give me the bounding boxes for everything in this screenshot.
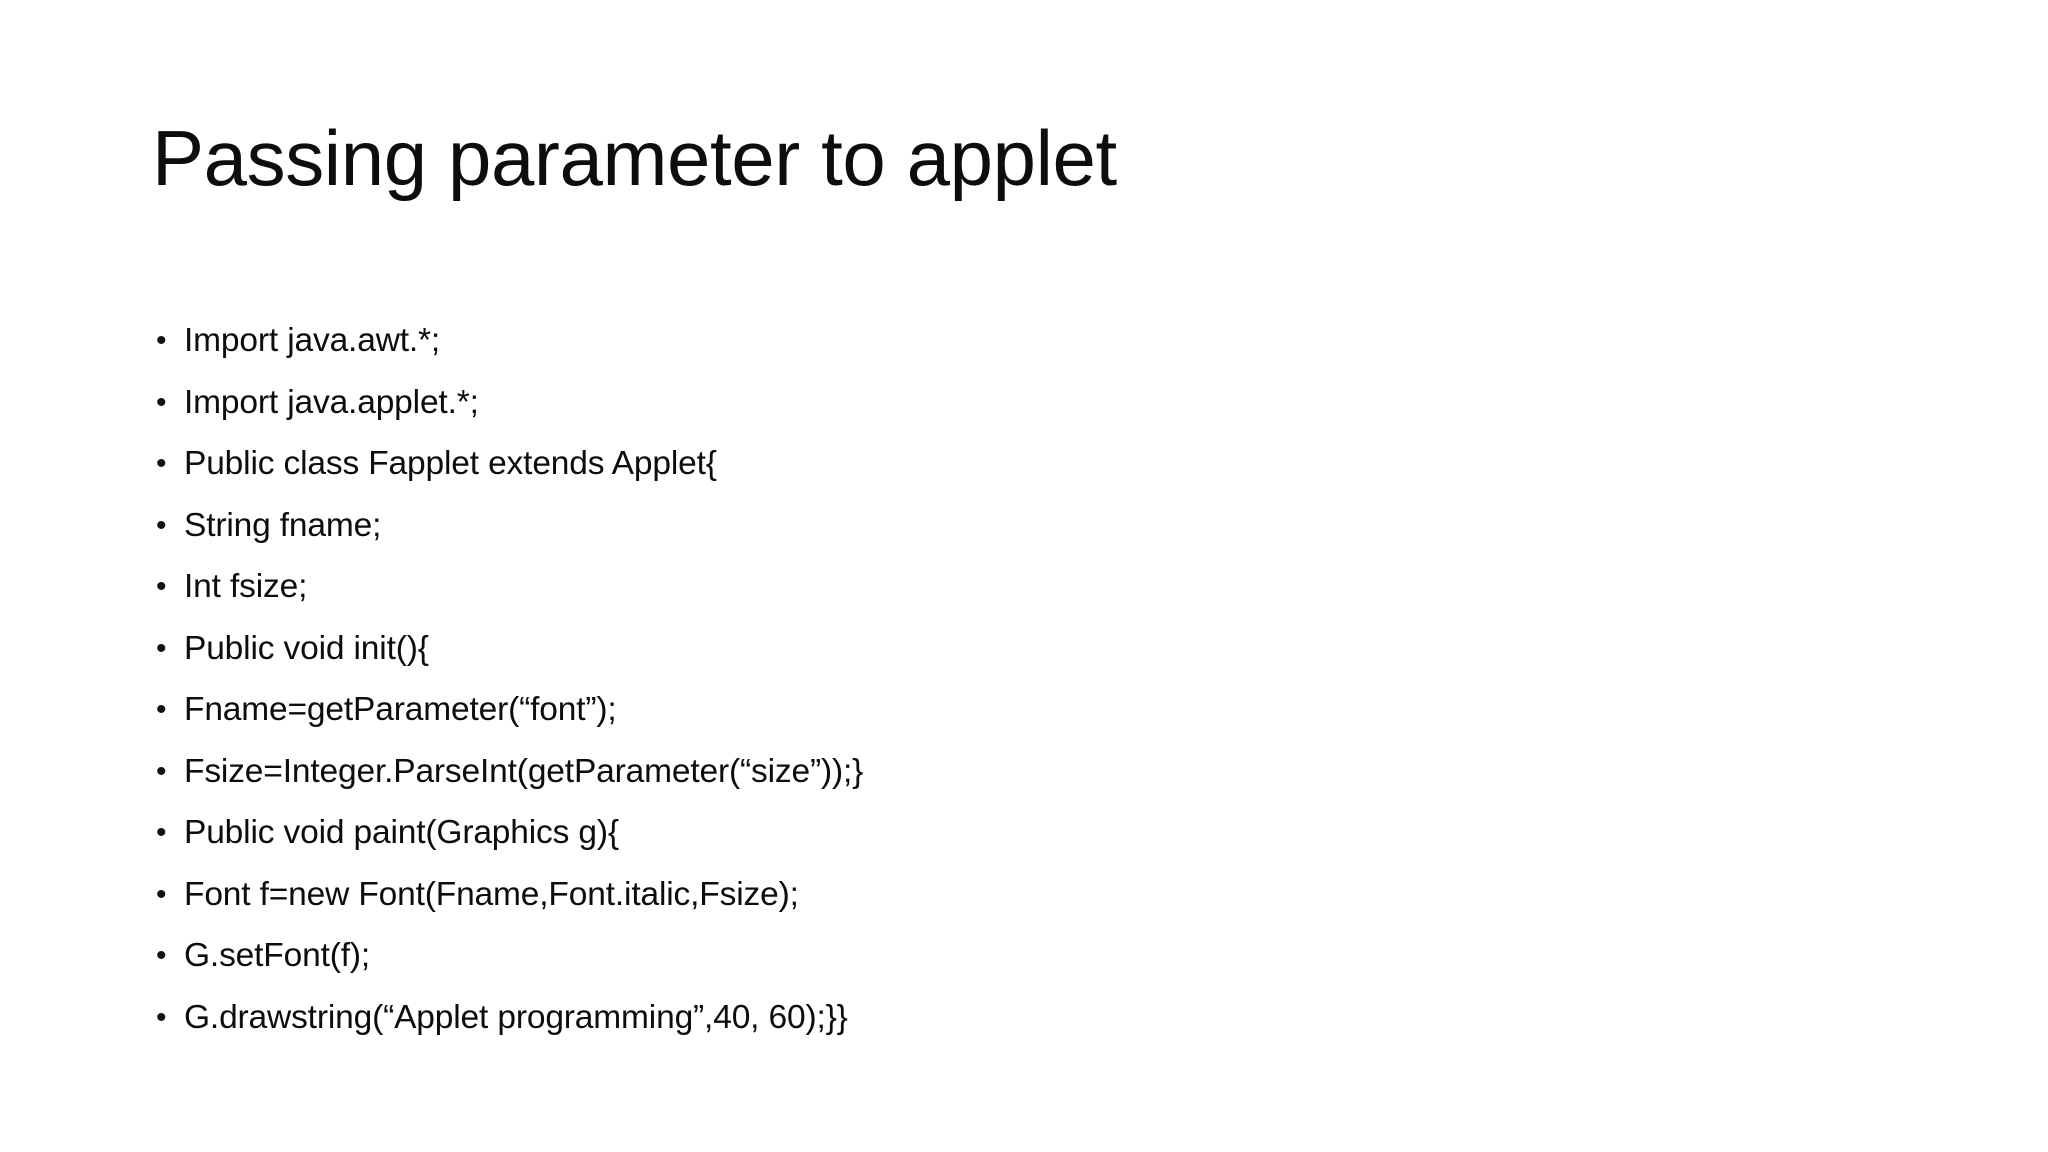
list-item: • Fsize=Integer.ParseInt(getParameter(“s… [150, 741, 1870, 803]
bullet-dot-icon: • [156, 754, 167, 788]
list-item: • Public class Fapplet extends Applet{ [150, 433, 1870, 495]
list-item-label: Font f=new Font(Fname,Font.italic,Fsize)… [184, 875, 799, 913]
bullet-dot-icon: • [156, 508, 167, 542]
list-item: • Public void init(){ [150, 618, 1870, 680]
bullet-dot-icon: • [156, 447, 167, 480]
bullet-dot-icon: • [156, 1000, 167, 1034]
list-item-label: Fname=getParameter(“font”); [184, 691, 617, 728]
list-item: • String fname; [150, 495, 1870, 557]
bullet-dot-icon: • [156, 631, 167, 665]
bullet-dot-icon: • [156, 324, 167, 357]
bullet-list: • Import java.awt.*; • Import java.apple… [150, 310, 1870, 1048]
list-item-label: String fname; [184, 506, 382, 544]
bullet-dot-icon: • [156, 385, 167, 419]
list-item: • Import java.awt.*; [150, 310, 1870, 372]
list-item: • Fname=getParameter(“font”); [150, 679, 1870, 741]
list-item: • Font f=new Font(Fname,Font.italic,Fsiz… [150, 864, 1870, 926]
list-item: • Int fsize; [150, 556, 1870, 618]
list-item-label: Int fsize; [184, 568, 308, 605]
page-title: Passing parameter to applet [152, 114, 1117, 202]
list-item: • G.setFont(f); [150, 925, 1870, 987]
list-item-label: Import java.applet.*; [184, 383, 479, 421]
bullet-dot-icon: • [156, 939, 167, 972]
list-item-label: Public class Fapplet extends Applet{ [184, 445, 717, 482]
bullet-dot-icon: • [156, 877, 167, 911]
list-item-label: G.drawstring(“Applet programming”,40, 60… [184, 998, 848, 1036]
list-item: • Public void paint(Graphics g){ [150, 802, 1870, 864]
list-item-label: Public void init(){ [184, 629, 429, 667]
bullet-dot-icon: • [156, 816, 167, 849]
list-item: • Import java.applet.*; [150, 372, 1870, 434]
list-item-label: G.setFont(f); [184, 937, 371, 974]
list-item-label: Public void paint(Graphics g){ [184, 814, 619, 851]
bullet-dot-icon: • [156, 570, 167, 603]
bullet-dot-icon: • [156, 693, 167, 726]
list-item-label: Fsize=Integer.ParseInt(getParameter(“siz… [184, 752, 864, 790]
list-item: • G.drawstring(“Applet programming”,40, … [150, 987, 1870, 1049]
list-item-label: Import java.awt.*; [184, 322, 441, 359]
